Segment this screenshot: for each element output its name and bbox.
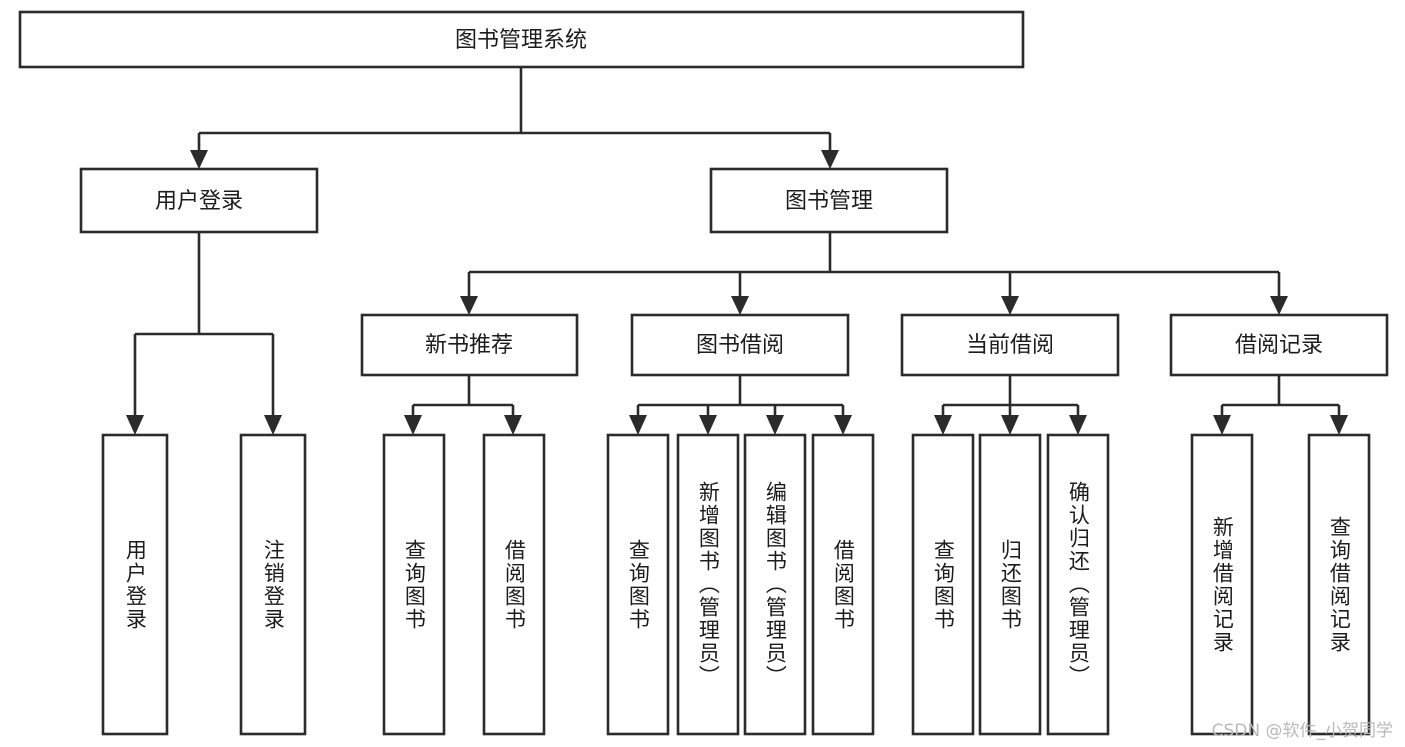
- arrow-leaf-add-book: [699, 415, 717, 435]
- arrow-leaf-query-book-1: [404, 415, 422, 435]
- leaf-box-user-logout[interactable]: [239, 433, 307, 736]
- node-user-login[interactable]: 用户登录: [79, 167, 319, 234]
- arrow-leaf-user-login: [126, 415, 144, 435]
- leaf-box-borrow-book-2[interactable]: [811, 433, 875, 736]
- node-book-manage-box[interactable]: [709, 167, 949, 234]
- arrow-leaf-edit-book: [766, 415, 784, 435]
- arrow-leaf-return-book: [1001, 415, 1019, 435]
- node-user-login-label: 用户登录: [155, 189, 243, 214]
- leaf-box-add-book[interactable]: [676, 433, 740, 736]
- arrow-book-borrow: [731, 296, 749, 315]
- connector-userlogin-to-leaves: [126, 232, 282, 435]
- node-book-manage[interactable]: 图书管理: [709, 167, 949, 234]
- arrow-leaf-confirm-return: [1069, 415, 1087, 435]
- arrow-leaf-query-book-3: [934, 415, 952, 435]
- leaf-box-confirm-return[interactable]: [1046, 433, 1110, 736]
- leaf-box-query-book-1[interactable]: [382, 433, 446, 736]
- connector-borrowrecord-to-leaves: [1213, 375, 1348, 435]
- node-current-borrow[interactable]: 当前借阅: [900, 313, 1120, 377]
- watermark-text: CSDN @软件_小贺同学: [1211, 721, 1393, 741]
- node-book-borrow-box[interactable]: [630, 313, 850, 377]
- connector-bookborrow-to-leaves: [629, 375, 852, 435]
- arrow-user-login: [190, 150, 208, 169]
- node-borrow-record-label: 借阅记录: [1235, 333, 1323, 358]
- node-current-borrow-label: 当前借阅: [966, 333, 1054, 358]
- arrow-current-borrow: [1001, 296, 1019, 315]
- connector-currentborrow-to-leaves: [934, 375, 1087, 435]
- node-borrow-record[interactable]: 借阅记录: [1169, 313, 1389, 377]
- node-book-borrow-label: 图书借阅: [696, 333, 784, 358]
- node-new-book-recommend-box[interactable]: [360, 313, 579, 377]
- arrow-book-manage: [821, 150, 839, 169]
- leaf-box-query-record[interactable]: [1307, 433, 1371, 736]
- arrow-new-book-recommend: [460, 296, 478, 315]
- leaf-box-user-login[interactable]: [101, 433, 169, 736]
- arrow-leaf-user-logout: [264, 415, 282, 435]
- arrow-borrow-record: [1270, 296, 1288, 315]
- arrow-leaf-add-record: [1213, 415, 1231, 435]
- node-root-box[interactable]: [18, 10, 1025, 69]
- leaf-box-edit-book[interactable]: [743, 433, 807, 736]
- connector-bookmanage-to-level3: [460, 232, 1288, 315]
- node-new-book-recommend-label: 新书推荐: [425, 333, 513, 358]
- leaf-box-return-book[interactable]: [978, 433, 1042, 736]
- node-new-book-recommend[interactable]: 新书推荐: [360, 313, 579, 377]
- node-current-borrow-box[interactable]: [900, 313, 1120, 377]
- node-book-manage-label: 图书管理: [785, 189, 873, 214]
- connector-newbook-to-leaves: [404, 375, 522, 435]
- node-root-label: 图书管理系统: [455, 28, 587, 53]
- arrow-leaf-query-book-2: [629, 415, 647, 435]
- leaf-box-query-book-2[interactable]: [606, 433, 670, 736]
- leaf-box-add-record[interactable]: [1190, 433, 1254, 736]
- arrow-leaf-borrow-book-2: [834, 415, 852, 435]
- leaf-box-query-book-3[interactable]: [911, 433, 975, 736]
- connector-root-to-level2: [190, 67, 839, 169]
- arrow-leaf-borrow-book-1: [504, 415, 522, 435]
- leaf-box-borrow-book-1[interactable]: [482, 433, 546, 736]
- leaf-boxes: [101, 433, 1371, 736]
- node-user-login-box[interactable]: [79, 167, 319, 234]
- arrow-leaf-query-record: [1330, 415, 1348, 435]
- node-book-borrow[interactable]: 图书借阅: [630, 313, 850, 377]
- node-root[interactable]: 图书管理系统: [18, 10, 1025, 69]
- node-borrow-record-box[interactable]: [1169, 313, 1389, 377]
